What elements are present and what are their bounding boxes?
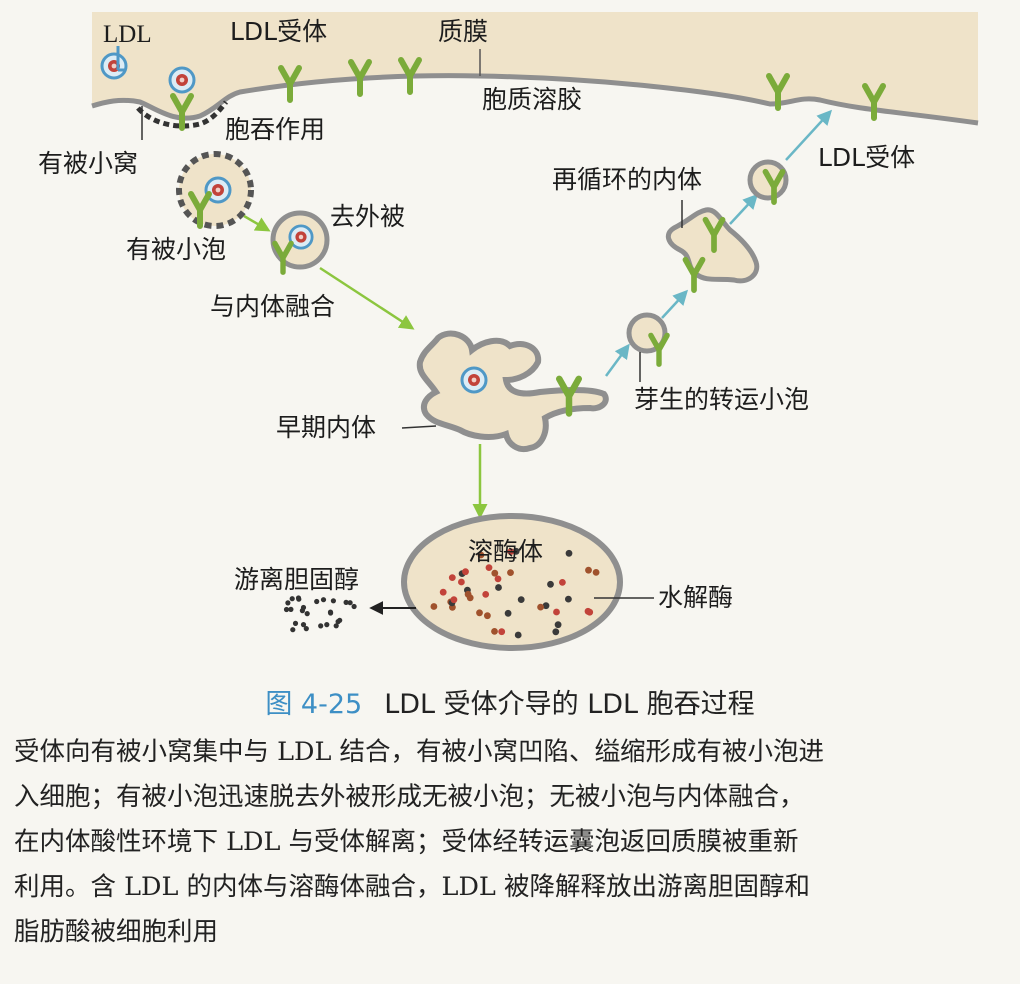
hydrolase-dot <box>491 628 498 635</box>
hydrolase-dot <box>565 595 572 603</box>
hydrolase-dot <box>507 548 515 555</box>
hydrolase-dot <box>585 566 592 574</box>
label-ldl-receptor-top: LDL受体 <box>230 17 327 46</box>
hydrolase-dot <box>448 574 456 581</box>
cholesterol-dot <box>320 597 327 603</box>
hydrolase-dot <box>494 575 502 583</box>
hydrolase-dot <box>547 580 554 588</box>
hydrolase-dot <box>552 628 560 636</box>
figure-description: 受体向有被小窝集中与 LDL 结合，有被小窝凹陷、缢缩形成有被小泡进 入细胞；有… <box>14 730 1012 955</box>
label-hydrolase: 水解酶 <box>658 583 733 612</box>
hydrolase-dot <box>498 628 506 636</box>
cholesterol-dot <box>324 622 330 628</box>
cholesterol-dot <box>285 600 291 606</box>
cholesterol-dot <box>351 603 357 610</box>
label-recycling-endosome: 再循环的内体 <box>552 165 702 194</box>
early-endosome <box>416 330 609 452</box>
description-line: 在内体酸性环境下 LDL 与受体解离；受体经转运囊泡返回质膜被重新 <box>14 827 799 857</box>
cholesterol-dot <box>300 622 307 628</box>
label-endocytosis: 胞吞作用 <box>225 115 325 144</box>
hydrolase-dot <box>462 568 469 576</box>
figure-title: LDL 受体介导的 LDL 胞吞过程 <box>384 689 755 720</box>
label-fuse-with-endosome: 与内体融合 <box>210 292 335 321</box>
ldl-endocytosis-diagram: LDL LDL受体 质膜 胞质溶胶 胞吞作用 有被小窝 有被小泡 去外被 与内体… <box>38 12 979 651</box>
hydrolase-dot <box>495 584 502 591</box>
cholesterol-dot <box>303 626 309 632</box>
hydrolase-particles <box>430 547 600 639</box>
hydrolase-dot <box>430 603 438 610</box>
hydrolase-dot <box>439 588 447 596</box>
cholesterol-dot <box>288 606 294 613</box>
hydrolase-dot <box>476 609 483 617</box>
hydrolase-dot <box>514 631 522 639</box>
cholesterol-dot <box>333 623 339 629</box>
description-line: 入细胞；有被小泡迅速脱去外被形成无被小泡；无被小泡与内体融合， <box>14 782 805 812</box>
coated-pit-ldl-icon <box>168 66 196 94</box>
cholesterol-dot <box>314 598 320 605</box>
label-lysosome: 溶酶体 <box>468 537 543 566</box>
plasma-membrane <box>92 12 978 123</box>
hydrolase-dot <box>592 569 600 576</box>
hydrolase-dot <box>482 591 490 598</box>
label-coated-pit: 有被小窝 <box>38 149 138 178</box>
cholesterol-dot <box>343 599 349 606</box>
label-ldl: LDL <box>103 21 152 48</box>
cholesterol-dot <box>289 596 295 602</box>
cholesterol-dot <box>295 595 302 601</box>
hydrolase-dot <box>559 579 566 586</box>
membrane-line <box>91 73 979 126</box>
hydrolase-dot <box>517 596 525 603</box>
figure-number: 图 4-25 <box>265 689 363 720</box>
lysosome <box>401 513 623 651</box>
hydrolase-dot <box>537 603 544 611</box>
hydrolase-dot <box>504 609 512 617</box>
hydrolase-dot <box>485 564 493 571</box>
cholesterol-dot <box>283 606 290 613</box>
cholesterol-dot <box>318 623 324 629</box>
cholesterol-dot <box>337 617 343 623</box>
hydrolase-dot <box>512 547 520 555</box>
hydrolase-dot <box>464 590 472 598</box>
cholesterol-dot <box>328 610 334 616</box>
label-cytosol: 胞质溶胶 <box>482 85 582 114</box>
label-coated-vesicle: 有被小泡 <box>126 235 226 264</box>
endosome-ldl-icon <box>460 366 488 394</box>
cholesterol-dot <box>304 611 310 617</box>
description-line: 受体向有被小窝集中与 LDL 结合，有被小窝凹陷、缢缩形成有被小泡进 <box>14 737 825 767</box>
free-cholesterol-particles <box>283 595 357 633</box>
cholesterol-dot <box>290 627 296 633</box>
hydrolase-dot <box>553 608 560 616</box>
hydrolase-dot <box>554 621 562 629</box>
description-line: 脂肪酸被细胞利用 <box>14 917 219 947</box>
label-ldl-receptor-right: LDL受体 <box>818 143 915 172</box>
cholesterol-dot <box>300 604 307 611</box>
hydrolase-dot <box>458 578 465 586</box>
label-budding-transport-vesicle: 芽生的转运小泡 <box>634 385 809 414</box>
cholesterol-dot <box>347 600 353 606</box>
hydrolase-dot <box>507 569 514 576</box>
label-early-endosome: 早期内体 <box>276 413 376 442</box>
cholesterol-dot <box>330 598 336 604</box>
label-plasma-membrane: 质膜 <box>438 17 488 46</box>
cholesterol-dot <box>292 620 299 627</box>
hydrolase-dot <box>586 608 594 616</box>
hydrolase-dot <box>491 569 499 577</box>
description-line: 利用。含 LDL 的内体与溶酶体融合，LDL 被降解释放出游离胆固醇和 <box>14 872 810 902</box>
label-free-cholesterol: 游离胆固醇 <box>234 565 359 594</box>
hydrolase-dot <box>484 612 491 620</box>
ldl-particle-icon <box>100 52 128 80</box>
hydrolase-dot <box>565 549 573 557</box>
hydrolase-dot <box>542 602 550 610</box>
label-uncoating: 去外被 <box>330 202 405 231</box>
hydrolase-dot <box>477 551 485 559</box>
figure-caption: 图 4-25 LDL 受体介导的 LDL 胞吞过程 <box>0 682 1020 721</box>
hydrolase-dot <box>450 596 458 604</box>
